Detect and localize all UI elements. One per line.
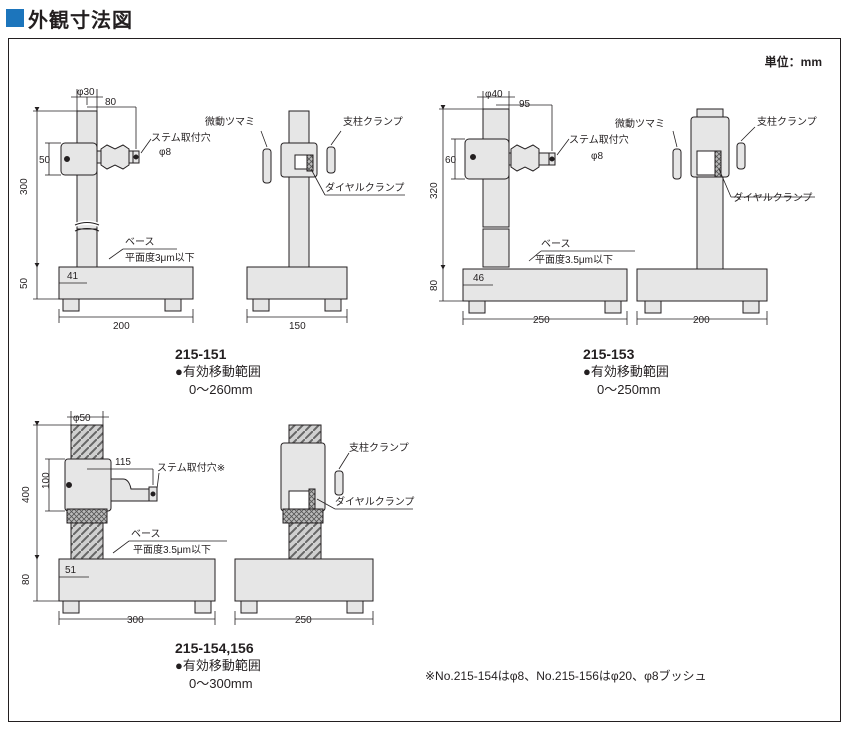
column-clamp-knob (736, 142, 746, 170)
labels-215-151-side: 微動ツマミ 支柱クランプ ダイヤルクランプ 150 (205, 115, 404, 332)
dim-base-h: 50 (19, 277, 30, 289)
dim-offset: 51 (65, 565, 77, 576)
dim-column: 320 (429, 182, 440, 199)
dim-rod-dia: φ50 (73, 413, 91, 424)
drawing-215-151-front (33, 89, 194, 323)
arm (110, 478, 150, 502)
dim-depth: 150 (289, 321, 306, 332)
range-label: ●有効移動範囲 (175, 364, 261, 379)
base (246, 266, 348, 300)
base (58, 558, 216, 602)
column-clamp-knob (326, 146, 336, 174)
model-number: 215-153 (583, 346, 635, 362)
labels-215-154-side: 支柱クランプ ダイヤルクランプ 250 (295, 441, 414, 626)
dim-offset: 46 (473, 273, 485, 284)
column-lower (76, 228, 98, 268)
base (234, 558, 374, 602)
page-header: 外観寸法図 (6, 4, 133, 32)
dimension-lines (33, 89, 194, 323)
page-title: 外観寸法図 (28, 9, 133, 32)
drawing-215-153-front (439, 91, 635, 325)
label-flatness: 平面度3μm以下 (125, 251, 195, 264)
drawing-panel: 単位：mm (8, 38, 841, 722)
arm-knob (100, 144, 130, 170)
label-column-clamp: 支柱クランプ (349, 441, 409, 454)
label-flatness: 平面度3.5μm以下 (133, 543, 211, 556)
dim-rod-dia: φ30 (77, 87, 95, 98)
dim-base-h: 80 (21, 573, 32, 585)
model-number: 215-154,156 (175, 640, 254, 656)
label-fine-knob: 微動ツマミ (205, 115, 255, 128)
dim-base-h: 80 (429, 279, 440, 291)
label-stem-dia: φ8 (591, 151, 603, 162)
label-stem-hole: ステム取付穴 (569, 133, 629, 146)
labels-215-151-front: φ30 80 50 300 50 41 200 ステム取付穴 φ8 ベース 平面… (19, 87, 211, 332)
dim-offset: 41 (67, 271, 79, 282)
label-base: ベース (131, 528, 161, 540)
drawing-215-154-front (33, 411, 227, 625)
dim-rod-dia: φ40 (485, 89, 503, 100)
dim-arm: 80 (105, 97, 117, 108)
fine-knob (672, 148, 682, 180)
dim-clamp-h: 60 (445, 155, 457, 166)
label-dial-clamp: ダイヤルクランプ (733, 191, 812, 204)
header-square-icon (6, 9, 24, 27)
dim-column: 300 (19, 178, 30, 195)
column (288, 110, 310, 268)
column-clamp-knob (334, 470, 344, 496)
dim-base-w: 250 (533, 315, 550, 326)
drawing-215-153-side (636, 108, 815, 325)
label-stem-hole: ステム取付穴 (151, 131, 211, 144)
label-base: ベース (125, 236, 155, 248)
dim-clamp-h: 50 (39, 155, 51, 166)
dim-base-w: 200 (113, 321, 130, 332)
dim-arm: 115 (115, 457, 131, 468)
labels-215-154-front: φ50 115 100 400 80 51 300 ステム取付穴※ ベース 平面… (21, 413, 225, 626)
label-flatness: 平面度3.5μm以下 (535, 253, 613, 266)
caption-215-151: 215-151 ●有効移動範囲 0〜260mm (175, 345, 261, 399)
dim-arm: 95 (519, 99, 531, 110)
knurled-ring (66, 508, 108, 524)
fine-knob (262, 148, 272, 184)
dim-depth: 200 (693, 315, 710, 326)
dim-clamp-h: 100 (41, 472, 52, 489)
dim-column: 400 (21, 486, 32, 503)
range-value: 0〜250mm (597, 382, 661, 397)
dim-base-w: 300 (127, 615, 144, 626)
base (636, 268, 768, 302)
label-dial-clamp: ダイヤルクランプ (325, 181, 404, 194)
unit-label: 単位：mm (764, 55, 822, 69)
range-label: ●有効移動範囲 (175, 658, 261, 673)
labels-215-153-front: φ40 95 60 320 80 46 250 ステム取付穴 φ8 ベース 平面… (429, 89, 629, 326)
label-fine-knob: 微動ツマミ (615, 117, 665, 130)
label-column-clamp: 支柱クランプ (757, 115, 817, 128)
range-value: 0〜300mm (189, 676, 253, 691)
labels-215-153-side: 微動ツマミ 支柱クランプ ダイヤルクランプ 200 (615, 115, 817, 326)
range-value: 0〜260mm (189, 382, 253, 397)
label-column-clamp: 支柱クランプ (343, 115, 403, 128)
label-dial-clamp: ダイヤルクランプ (335, 495, 414, 508)
model-number: 215-151 (175, 346, 227, 362)
dimension-drawings: φ30 80 50 300 50 41 200 ステム取付穴 φ8 ベース 平面… (19, 87, 817, 626)
dim-depth: 250 (295, 615, 312, 626)
footnote: ※No.215-154はφ8、No.215-156はφ20、φ8ブッシュ (425, 669, 707, 683)
caption-215-154: 215-154,156 ●有効移動範囲 0〜300mm (175, 639, 261, 693)
drawing-215-154-side (234, 424, 413, 625)
caption-215-153: 215-153 ●有効移動範囲 0〜250mm (583, 345, 669, 399)
range-label: ●有効移動範囲 (583, 364, 669, 379)
label-base: ベース (541, 238, 571, 250)
label-stem-hole: ステム取付穴※ (157, 461, 225, 474)
label-stem-dia: φ8 (159, 147, 171, 158)
drawing-215-151-side (246, 110, 405, 323)
